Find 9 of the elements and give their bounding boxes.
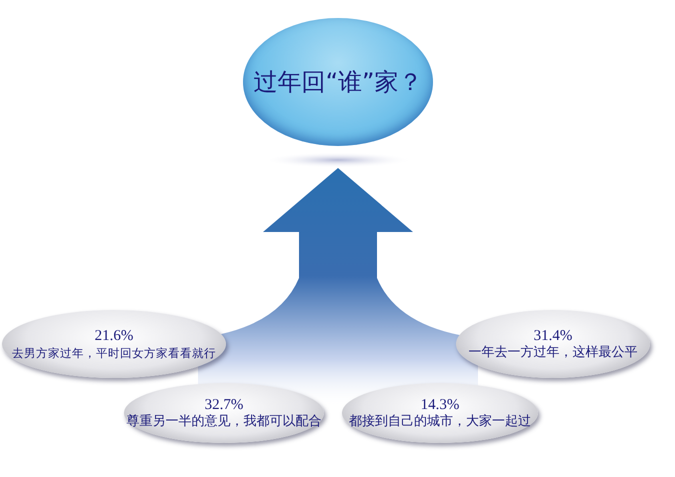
option-text: 去男方家过年，平时回女方家看看就行 (12, 346, 216, 361)
percentage: 31.4% (534, 326, 572, 345)
option-text: 尊重另一半的意见，我都可以配合 (126, 414, 322, 430)
percentage: 21.6% (94, 327, 134, 346)
percentage: 32.7% (204, 396, 244, 414)
title: 过年回“谁”家？ (254, 67, 422, 97)
option-text: 都接到自己的城市，大家一起过 (349, 414, 531, 430)
percentage: 14.3% (420, 396, 460, 414)
option-text: 一年去一方过年，这样最公平 (468, 345, 638, 362)
